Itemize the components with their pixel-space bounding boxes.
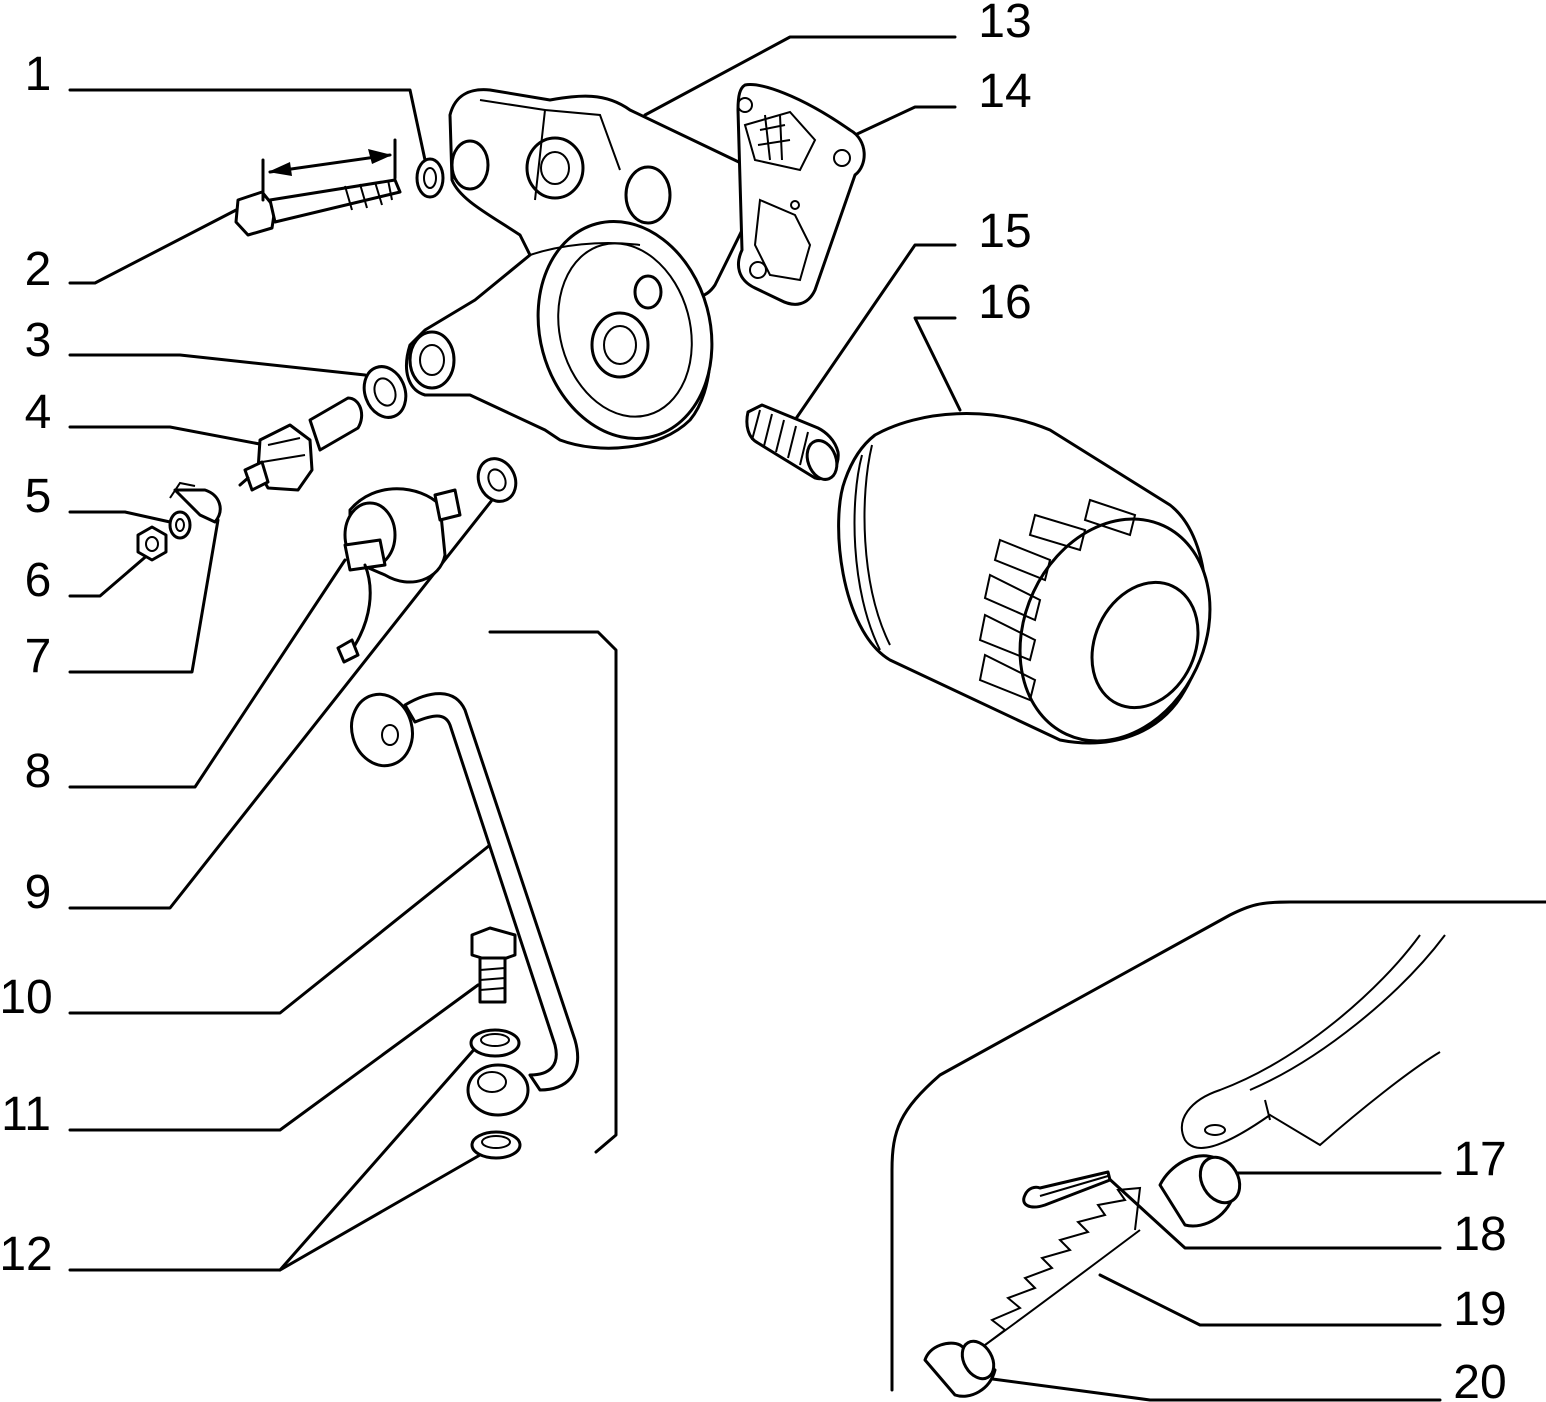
leader-15 bbox=[793, 243, 957, 422]
callout-19: 19 bbox=[1453, 1283, 1506, 1336]
nut-6 bbox=[136, 525, 168, 562]
washer-9 bbox=[476, 457, 518, 503]
callout-3: 3 bbox=[25, 314, 52, 367]
callout-16: 16 bbox=[978, 276, 1031, 329]
washer-5 bbox=[168, 510, 192, 540]
callout-2: 2 bbox=[25, 243, 52, 296]
callout-numbers: 1 2 3 4 5 6 7 8 9 10 11 12 13 14 15 16 1… bbox=[0, 0, 1507, 1402]
callout-12: 12 bbox=[0, 1228, 53, 1281]
oil-pipe-10 bbox=[350, 692, 580, 1117]
pipe-assembly-bracket bbox=[488, 630, 618, 1154]
leader-13 bbox=[643, 35, 957, 117]
leader-16 bbox=[913, 316, 962, 412]
bolt-2 bbox=[234, 138, 402, 237]
parts bbox=[136, 83, 1446, 1398]
washer-12b bbox=[470, 1130, 522, 1160]
leader-3 bbox=[68, 353, 367, 377]
leader-4 bbox=[68, 425, 267, 447]
split-pin-18 bbox=[1022, 1170, 1112, 1209]
callout-10: 10 bbox=[0, 971, 53, 1024]
leader-20 bbox=[983, 1376, 1442, 1402]
detail-inset-border bbox=[890, 900, 1546, 1392]
callout-1: 1 bbox=[25, 48, 52, 101]
callout-9: 9 bbox=[25, 866, 52, 919]
callout-15: 15 bbox=[978, 205, 1031, 258]
leader-9 bbox=[68, 488, 502, 910]
leader-12a bbox=[68, 1043, 480, 1272]
leader-2 bbox=[68, 206, 242, 285]
spring-19 bbox=[984, 1186, 1142, 1346]
gasket bbox=[736, 83, 866, 306]
callout-6: 6 bbox=[25, 554, 52, 607]
callout-14: 14 bbox=[978, 65, 1031, 118]
leader-18 bbox=[1103, 1173, 1442, 1250]
callout-8: 8 bbox=[25, 745, 52, 798]
callout-11: 11 bbox=[1, 1088, 51, 1141]
clip-7 bbox=[169, 481, 222, 524]
leader-10 bbox=[68, 843, 492, 1015]
leader-19 bbox=[1098, 1273, 1442, 1327]
callout-17: 17 bbox=[1453, 1133, 1506, 1186]
piston-20 bbox=[923, 1339, 997, 1398]
oil-filter-16 bbox=[837, 412, 1212, 745]
leader-11 bbox=[68, 983, 480, 1132]
callout-5: 5 bbox=[25, 470, 52, 523]
stud-15 bbox=[745, 403, 840, 481]
callout-18: 18 bbox=[1453, 1208, 1506, 1261]
callout-20: 20 bbox=[1453, 1356, 1506, 1402]
callout-13: 13 bbox=[978, 0, 1031, 48]
washer-3 bbox=[362, 365, 408, 419]
washer-1 bbox=[415, 157, 445, 199]
leader-6 bbox=[68, 551, 152, 598]
pressure-switch-8 bbox=[336, 487, 462, 664]
leader-7 bbox=[68, 518, 220, 674]
sender-unit-4 bbox=[238, 396, 364, 492]
plug-17 bbox=[1158, 1154, 1242, 1228]
leader-12b bbox=[278, 1153, 482, 1272]
valve-housing-detail bbox=[1180, 934, 1446, 1149]
banjo-bolt-11 bbox=[470, 926, 517, 1004]
leader-lines bbox=[68, 35, 1546, 1402]
leader-14 bbox=[853, 105, 957, 137]
leader-5 bbox=[68, 510, 172, 524]
leader-1 bbox=[68, 88, 427, 162]
leader-8 bbox=[68, 558, 347, 789]
filter-support-housing bbox=[405, 88, 759, 450]
callout-4: 4 bbox=[25, 386, 52, 439]
washer-12a bbox=[469, 1028, 521, 1058]
callout-7: 7 bbox=[25, 630, 52, 683]
filter-grip-ribs bbox=[978, 498, 1137, 702]
